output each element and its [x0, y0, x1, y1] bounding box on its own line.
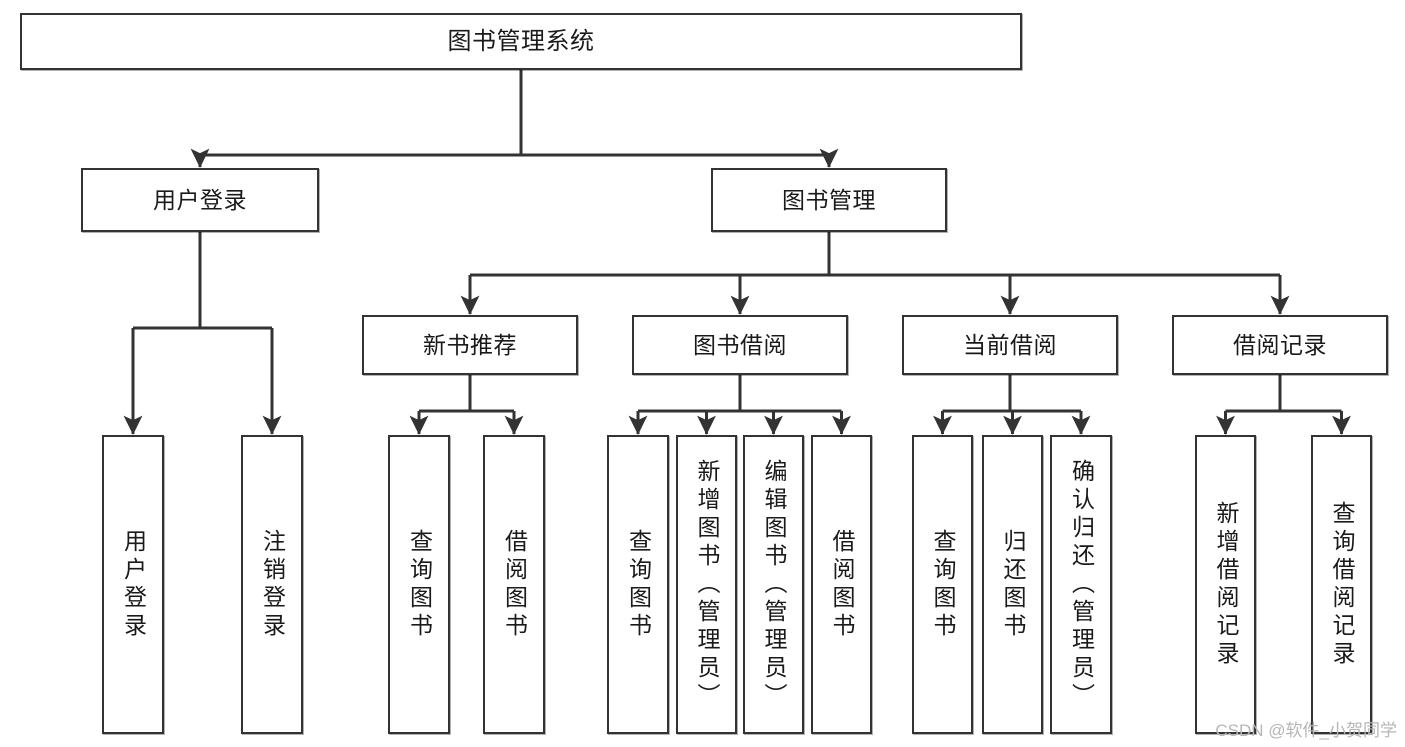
node-current-confirm-return[interactable]: 确认归还（管理员）	[1050, 435, 1112, 734]
node-label: 确认归还（管理员）	[1068, 458, 1095, 711]
node-label: 注销登录	[259, 528, 286, 641]
node-user-login[interactable]: 用户登录	[81, 168, 319, 232]
node-borrow-query-book[interactable]: 查询图书	[607, 435, 669, 734]
node-recommend-borrow-book[interactable]: 借阅图书	[483, 435, 545, 734]
node-label: 当前借阅	[963, 331, 1057, 358]
node-current-query-book[interactable]: 查询图书	[912, 435, 973, 734]
node-label: 用户登录	[153, 186, 247, 213]
node-current-borrow[interactable]: 当前借阅	[902, 315, 1118, 375]
watermark: CSDN @软件_小贺同学	[1215, 721, 1397, 740]
node-label: 图书管理系统	[447, 27, 595, 55]
node-label: 图书管理	[782, 186, 876, 213]
node-record-query[interactable]: 查询借阅记录	[1311, 435, 1372, 734]
node-label: 新增借阅记录	[1213, 500, 1239, 669]
node-book-borrow[interactable]: 图书借阅	[632, 315, 848, 375]
node-book-management[interactable]: 图书管理	[711, 168, 947, 232]
node-borrow-add-book[interactable]: 新增图书（管理员）	[676, 435, 737, 734]
node-borrow-lend-book[interactable]: 借阅图书	[811, 435, 872, 734]
node-label: 归还图书	[1000, 528, 1026, 641]
node-label: 新书推荐	[423, 331, 517, 358]
node-label: 图书借阅	[693, 331, 787, 358]
node-label: 新增图书（管理员）	[694, 458, 720, 711]
node-label: 借阅图书	[829, 528, 855, 641]
node-record-add[interactable]: 新增借阅记录	[1195, 435, 1256, 734]
node-label: 查询借阅记录	[1329, 500, 1355, 669]
node-label: 查询图书	[930, 528, 956, 641]
node-root[interactable]: 图书管理系统	[20, 13, 1022, 70]
node-user-login-do[interactable]: 用户登录	[102, 435, 164, 734]
node-borrow-records[interactable]: 借阅记录	[1172, 315, 1388, 375]
node-user-logout[interactable]: 注销登录	[241, 435, 303, 734]
node-label: 借阅图书	[501, 528, 528, 641]
node-label: 编辑图书（管理员）	[761, 458, 787, 711]
node-new-book-recommend[interactable]: 新书推荐	[362, 315, 578, 375]
node-label: 查询图书	[406, 528, 433, 641]
node-borrow-edit-book[interactable]: 编辑图书（管理员）	[743, 435, 804, 734]
node-recommend-query-book[interactable]: 查询图书	[388, 435, 450, 734]
node-label: 查询图书	[625, 528, 652, 641]
node-current-return-book[interactable]: 归还图书	[982, 435, 1043, 734]
node-label: 借阅记录	[1233, 331, 1327, 358]
node-label: 用户登录	[120, 528, 147, 641]
